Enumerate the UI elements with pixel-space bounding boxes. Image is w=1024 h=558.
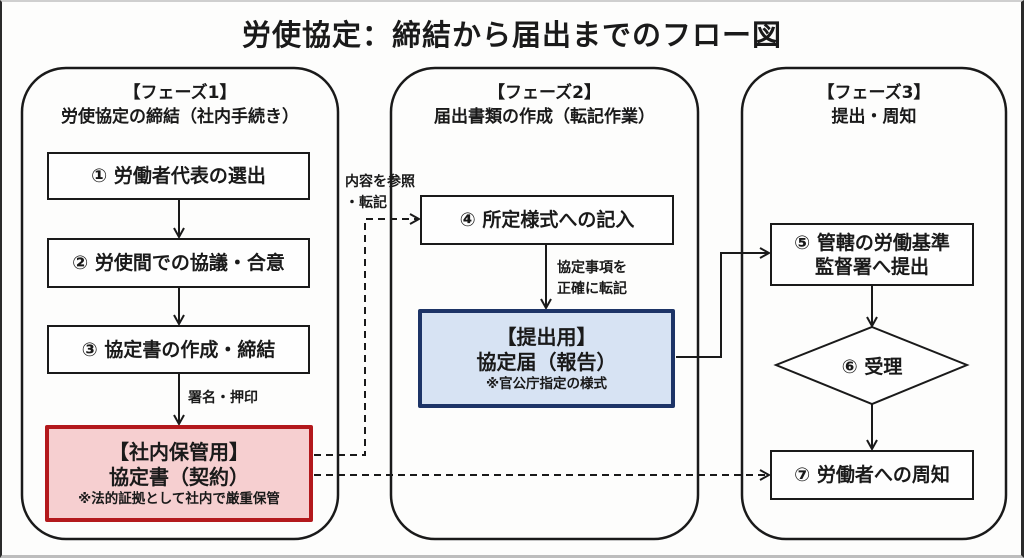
step-7-box: ⑦ 労働者への周知 xyxy=(770,450,974,500)
step-5-text-line2: 監督署へ提出 xyxy=(814,255,929,278)
edge-label-reference-line1: 内容を参照 xyxy=(345,174,415,190)
step-1-box: ① 労働者代表の選出 xyxy=(47,152,310,200)
phase-3-subtitle: 提出・周知 xyxy=(831,107,917,127)
arrow-submission-doc-to-step5 xyxy=(676,253,769,358)
step-7-text: ⑦ 労働者への周知 xyxy=(794,464,950,486)
phase-3-panel xyxy=(740,66,1008,541)
submission-document-box: 【提出用】 協定届（報告） ※官公庁指定の様式 xyxy=(418,309,675,408)
phase-2-subtitle: 届出書類の作成（転記作業） xyxy=(434,107,655,127)
step-2-box: ② 労使間での協議・合意 xyxy=(47,238,310,288)
internal-document-name: 協定書（契約） xyxy=(109,464,249,489)
phase-1-header: 【フェーズ1】 労使協定の締結（社内手続き） xyxy=(22,81,338,129)
step-4-box: ④ 所定様式への記入 xyxy=(420,195,674,245)
phase-1-label: 【フェーズ1】 xyxy=(123,83,237,103)
diagram-title: 労使協定：締結から届出までのフロー図 xyxy=(241,18,782,52)
edge-label-reference: 内容を参照 ・転記 xyxy=(345,172,415,214)
phase-1-subtitle: 労使協定の締結（社内手続き） xyxy=(61,107,299,127)
phase-3-label: 【フェーズ3】 xyxy=(817,83,931,103)
edge-label-sign-seal: 署名・押印 xyxy=(188,390,258,406)
edge-label-transcribe-line1: 協定事項を xyxy=(557,260,627,276)
step-3-text: ③ 協定書の作成・締結 xyxy=(81,338,276,361)
phase-2-panel xyxy=(389,66,700,541)
phase-2-header: 【フェーズ2】 届出書類の作成（転記作業） xyxy=(391,81,698,129)
internal-document-tag: 【社内保管用】 xyxy=(109,439,249,464)
step-4-text: ④ 所定様式への記入 xyxy=(459,209,635,231)
step-6-text: ⑥ 受理 xyxy=(841,356,903,378)
phase-3-header: 【フェーズ3】 提出・周知 xyxy=(742,81,1006,129)
edge-label-reference-line2: ・転記 xyxy=(345,195,387,211)
step-2-text: ② 労使間での協議・合意 xyxy=(72,252,285,274)
step-1-text: ① 労働者代表の選出 xyxy=(91,165,266,187)
submission-document-note: ※官公庁指定の様式 xyxy=(485,375,608,392)
step-5-box: ⑤ 管轄の労働基準 監督署へ提出 xyxy=(770,223,974,286)
submission-document-tag: 【提出用】 xyxy=(496,324,597,349)
dashed-arrow-internal-doc-to-step4 xyxy=(314,219,419,456)
phase-2-label: 【フェーズ2】 xyxy=(488,83,601,103)
edge-label-transcribe-line2: 正確に転記 xyxy=(557,281,627,297)
step-3-box: ③ 協定書の作成・締結 xyxy=(47,325,310,374)
internal-document-box: 【社内保管用】 協定書（契約） ※法的証拠として社内で厳重保管 xyxy=(45,425,313,522)
internal-document-note: ※法的証拠として社内で厳重保管 xyxy=(78,490,280,507)
phase-1-panel xyxy=(20,66,340,541)
submission-document-name: 協定届（報告） xyxy=(476,349,617,374)
step-5-text-line1: ⑤ 管轄の労働基準 xyxy=(794,231,950,254)
edge-label-transcribe: 協定事項を 正確に転記 xyxy=(557,258,627,300)
